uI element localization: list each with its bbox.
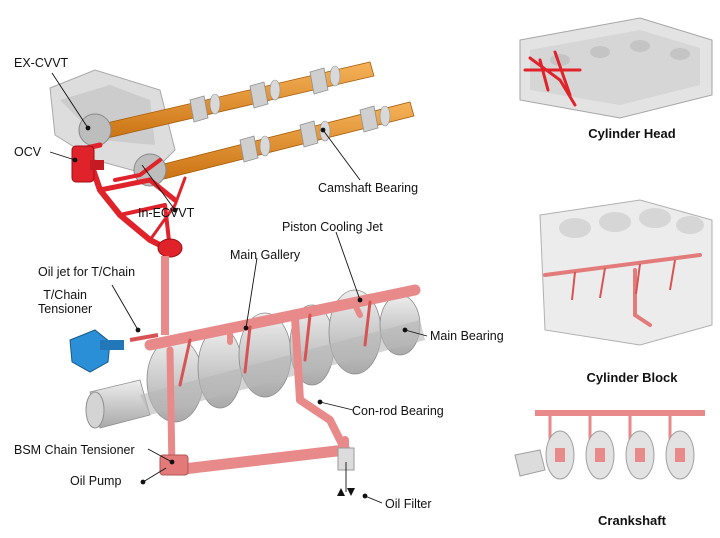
label-main-bearing: Main Bearing: [430, 329, 504, 343]
label-camshaft-bearing: Camshaft Bearing: [318, 181, 419, 195]
leader-lines: [49, 72, 428, 504]
oil-filter-arrows: [337, 488, 355, 496]
caption-crankshaft: Crankshaft: [598, 513, 666, 528]
piston-cooling-jets: [178, 300, 372, 387]
camshaft-assembly: [49, 61, 415, 187]
label-in-ecvvt: In-ECVVT: [138, 206, 195, 220]
leader-dots: [72, 125, 408, 499]
label-oil-jet-tchain: Oil jet for T/Chain: [38, 265, 136, 279]
label-oil-filter: Oil Filter: [385, 497, 432, 511]
label-oil-pump: Oil Pump: [70, 474, 122, 488]
tchain-tensioner: [69, 329, 124, 373]
crankshaft-thumbnail: [514, 410, 705, 480]
head-oil-junction: [157, 238, 183, 258]
label-tchain-tensioner: T/Chain Tensioner: [38, 288, 92, 316]
label-ocv: OCV: [14, 145, 42, 159]
label-tchain-tensioner-line1: T/Chain: [43, 288, 87, 302]
label-piston-cooling-jet: Piston Cooling Jet: [282, 220, 383, 234]
label-conrod-bearing: Con-rod Bearing: [352, 404, 444, 418]
label-tchain-tensioner-line2: Tensioner: [38, 302, 93, 316]
label-ex-cvvt: EX-CVVT: [14, 56, 69, 70]
ocv-valve: [71, 145, 104, 183]
caption-cylinder-head: Cylinder Head: [588, 126, 676, 141]
oil-pump-body: [159, 454, 189, 476]
caption-cylinder-block: Cylinder Block: [586, 370, 678, 385]
label-main-gallery: Main Gallery: [230, 248, 301, 262]
crankshaft: [85, 289, 425, 429]
cylinder-head-thumbnail: [519, 17, 713, 119]
block-oil-circuit: [144, 284, 421, 476]
tchain-oil-jet: [129, 333, 159, 342]
label-bsm-chain-tensioner: BSM Chain Tensioner: [14, 443, 135, 457]
cylinder-block-thumbnail: [539, 199, 713, 346]
